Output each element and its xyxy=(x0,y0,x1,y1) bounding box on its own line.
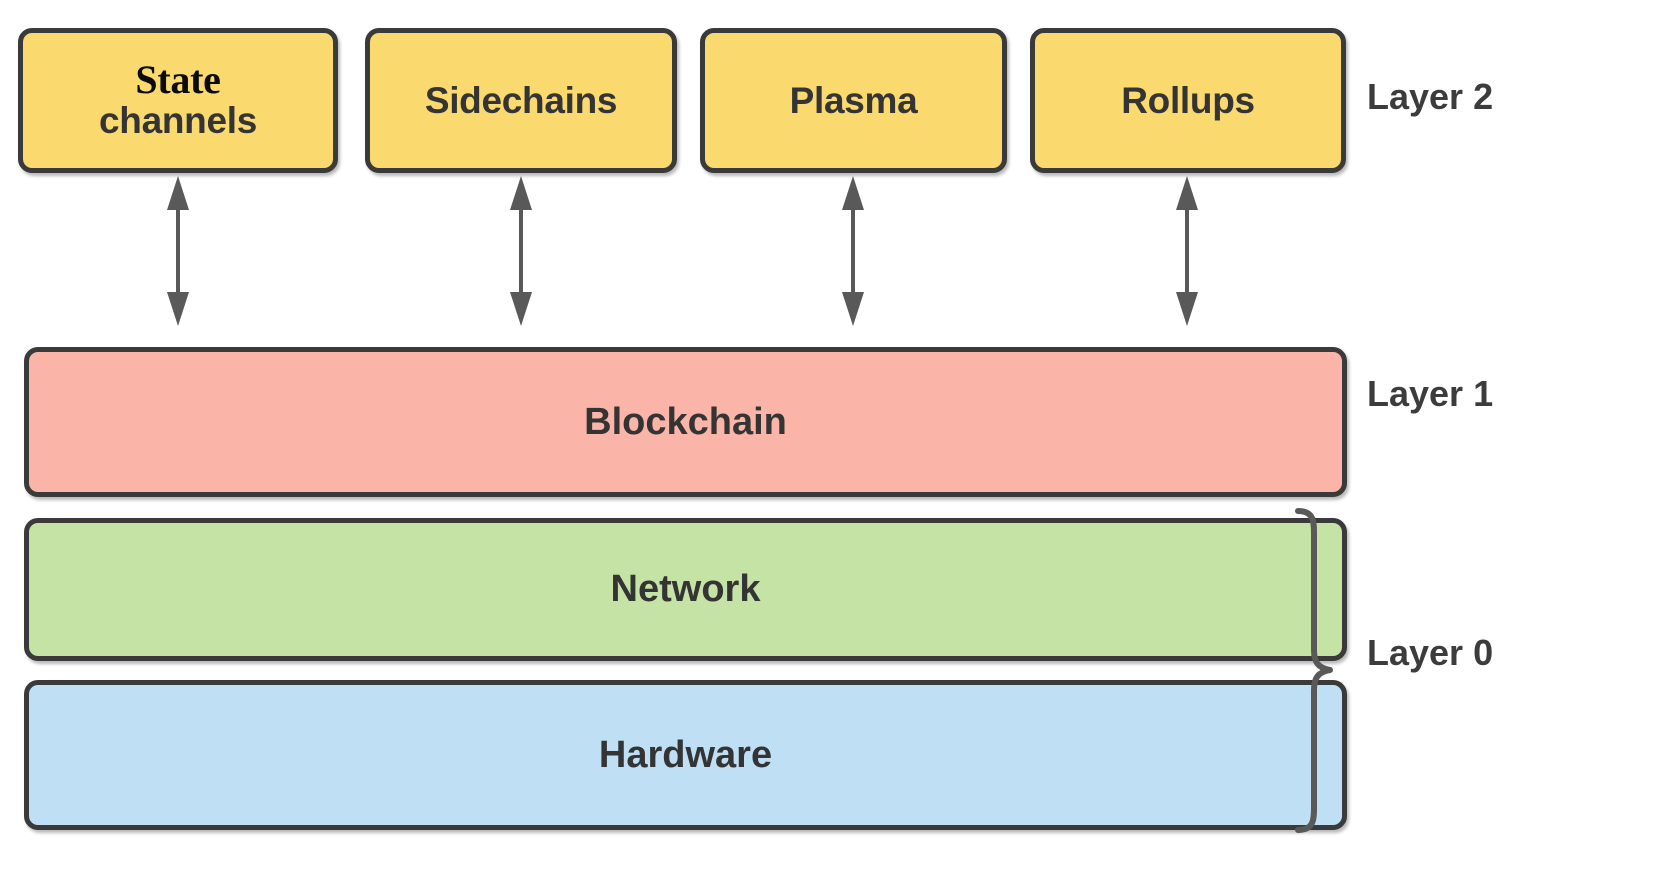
layer0-box-hardware-label: Hardware xyxy=(598,733,773,776)
layer0-box-hardware[interactable]: Hardware xyxy=(24,680,1347,830)
layer0-grouping-brace xyxy=(1288,508,1336,833)
layer2-box-sidechains-label: Sidechains xyxy=(424,79,618,121)
connector-arrow-rollups xyxy=(1174,176,1200,326)
layer1-box-blockchain[interactable]: Blockchain xyxy=(24,347,1347,497)
layer0-box-network-label: Network xyxy=(610,568,761,611)
layer0-box-network[interactable]: Network xyxy=(24,518,1347,661)
layer2-box-plasma-label: Plasma xyxy=(789,79,918,121)
layer2-box-state-channels-text: State channels xyxy=(99,56,257,141)
layer2-box-state-channels[interactable]: State channels xyxy=(18,28,338,173)
layer2-box-rollups-label: Rollups xyxy=(1121,79,1255,121)
connector-arrow-state-channels xyxy=(165,176,191,326)
double-headed-arrow-icon xyxy=(510,176,532,326)
layer2-box-sidechains[interactable]: Sidechains xyxy=(365,28,677,173)
connector-arrow-sidechains xyxy=(508,176,534,326)
layer1-box-blockchain-label: Blockchain xyxy=(584,400,787,443)
curly-brace-icon xyxy=(1295,508,1333,833)
double-headed-arrow-icon xyxy=(167,176,189,326)
double-headed-arrow-icon xyxy=(842,176,864,326)
state-channels-line-1: State xyxy=(135,56,221,102)
caption-layer-1: Layer 1 xyxy=(1367,373,1494,414)
layer2-box-plasma[interactable]: Plasma xyxy=(700,28,1007,173)
caption-layer-0: Layer 0 xyxy=(1367,632,1494,673)
connector-arrow-plasma xyxy=(840,176,866,326)
caption-layer-2: Layer 2 xyxy=(1367,76,1494,117)
state-channels-line-2: channels xyxy=(99,99,257,141)
double-headed-arrow-icon xyxy=(1176,176,1198,326)
layer2-box-rollups[interactable]: Rollups xyxy=(1030,28,1346,173)
